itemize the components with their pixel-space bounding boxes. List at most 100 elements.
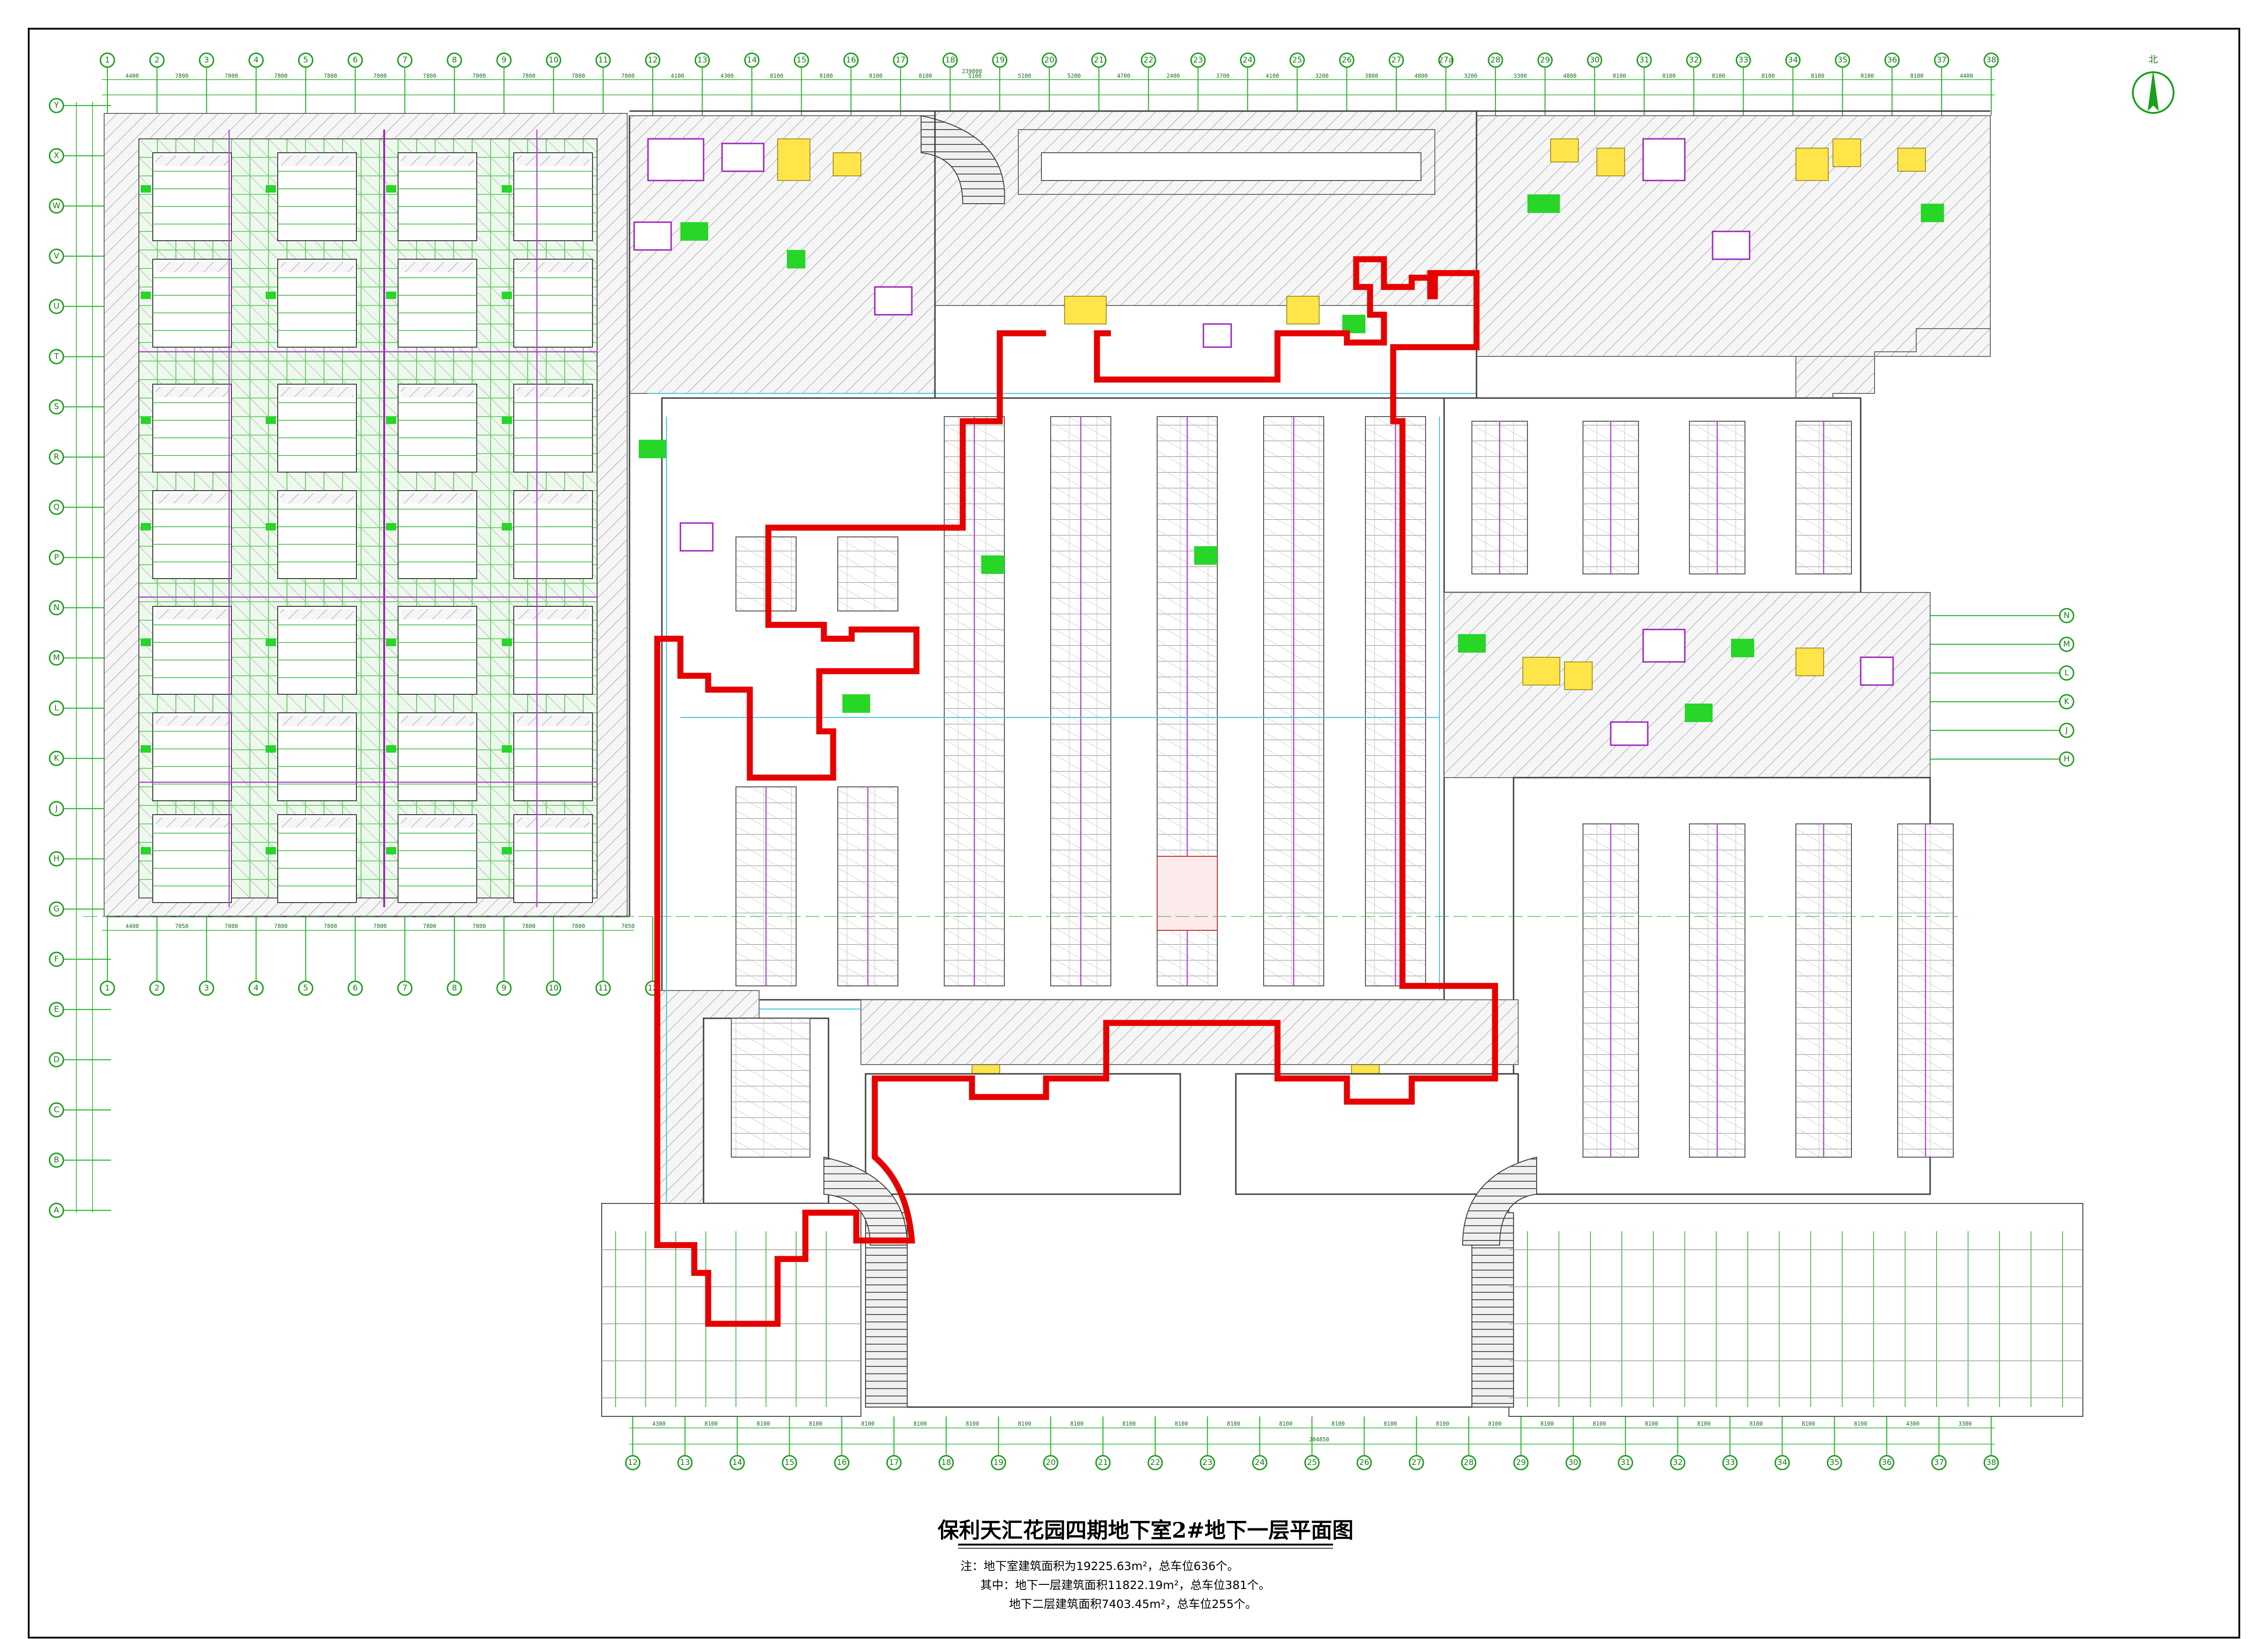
west-bay <box>513 814 593 903</box>
grid-col-top-14-bubble <box>744 52 760 68</box>
west-equipment-mark <box>502 417 512 424</box>
grid-col-top-20-bubble <box>1041 52 1057 68</box>
grid-col-bottom-36-bubble <box>1879 1455 1894 1471</box>
grid-col-top-6-bubble <box>348 52 363 68</box>
grid-col-bottom-28-label: 28 <box>1464 1458 1474 1467</box>
west-bay-edge <box>517 387 590 397</box>
dim-bottom-15: 8100 <box>1436 1421 1449 1427</box>
grid-col-bottom-12-label: 12 <box>628 1458 638 1467</box>
grid-col-top-11-bubble <box>595 52 611 68</box>
grid-col-bottom-18-label: 18 <box>941 1458 951 1467</box>
dim-top-10: 7800 <box>621 73 635 79</box>
grid-col-bottom-30-label: 30 <box>1568 1458 1578 1467</box>
west-bay-edge <box>280 262 354 272</box>
west-equipment-mark <box>266 639 276 646</box>
equipment-note-tag <box>1795 648 1824 676</box>
west-parking-bays <box>141 152 593 903</box>
grid-col-top-3-bubble <box>199 52 214 68</box>
dim-top-35: 8100 <box>1861 73 1874 79</box>
grid-col-top-13-label: 13 <box>697 56 707 65</box>
north-arrow-icon <box>2148 69 2159 111</box>
grid-col-top-25-label: 25 <box>1292 56 1302 65</box>
grid-col-mid-3-label: 3 <box>204 984 209 993</box>
dim-bottom-10: 8100 <box>1175 1421 1188 1427</box>
dim-bottom-3: 8100 <box>809 1421 822 1427</box>
grid-row-right-H-label: H <box>2064 754 2070 764</box>
west-equipment-mark <box>266 185 276 193</box>
grid-col-top-1-label: 1 <box>105 56 110 65</box>
grid-col-top-31-bubble <box>1636 52 1652 68</box>
equipment-note-tag <box>1550 138 1579 162</box>
grid-row-left-A-label: A <box>54 1206 59 1215</box>
grid-col-bottom-28-bubble <box>1461 1455 1477 1471</box>
grid-col-mid-7-label: 7 <box>402 984 407 993</box>
equipment-symbol <box>1458 634 1486 653</box>
dim-top-15: 8100 <box>869 73 883 79</box>
west-bay-edge <box>401 493 474 504</box>
grid-col-bottom-16-bubble <box>834 1455 850 1471</box>
west-parking-block <box>104 113 628 917</box>
equipment-symbol <box>639 440 667 458</box>
equipment-symbol <box>680 222 708 241</box>
grid-col-bottom-31-bubble <box>1618 1455 1633 1471</box>
grid-row-right-L-bubble <box>2059 665 2075 681</box>
dim-top-18: 5100 <box>1018 73 1031 79</box>
dim-top-24: 3200 <box>1315 73 1329 79</box>
grid-col-bottom-33-bubble <box>1722 1455 1738 1471</box>
west-bay-edge <box>156 493 229 504</box>
dim-bottom-24: 4300 <box>1906 1421 1919 1427</box>
dim-bottom-5: 8100 <box>913 1421 927 1427</box>
grid-row-left-D-label: D <box>53 1055 59 1065</box>
west-bay <box>513 384 593 473</box>
dim-top-17: 5100 <box>968 73 982 79</box>
grid-col-top-17-label: 17 <box>896 56 906 65</box>
grid-col-bottom-12-bubble <box>625 1455 641 1471</box>
dim-top-14: 8100 <box>820 73 833 79</box>
grid-row-left-T-bubble <box>49 349 64 364</box>
west-bay-edge <box>401 262 474 272</box>
grid-col-mid-7-bubble <box>397 980 413 996</box>
dim-bottom-9: 8100 <box>1122 1421 1136 1427</box>
west-equipment-mark <box>141 523 151 530</box>
dim-bottom-13: 8100 <box>1331 1421 1345 1427</box>
west-bay <box>277 384 357 473</box>
grid-col-mid-11-bubble <box>595 980 611 996</box>
grid-col-top-18-label: 18 <box>945 56 955 65</box>
equipment-room <box>647 138 704 181</box>
grid-col-bottom-37-bubble <box>1931 1455 1947 1471</box>
grid-col-top-2-label: 2 <box>155 56 160 65</box>
grid-col-top-9-bubble <box>496 52 512 68</box>
dim-bottom-1: 8100 <box>704 1421 718 1427</box>
grid-row-left-W-label: W <box>53 201 61 211</box>
grid-col-bottom-36-label: 36 <box>1882 1458 1892 1467</box>
grid-col-mid-2-label: 2 <box>155 984 160 993</box>
dim-mid-3: 7800 <box>274 923 287 929</box>
dim-top-3: 7800 <box>274 73 287 79</box>
grid-col-bottom-26-bubble <box>1356 1455 1372 1471</box>
grid-col-bottom-23-label: 23 <box>1203 1458 1213 1467</box>
dim-bottom-17: 8100 <box>1540 1421 1554 1427</box>
west-equipment-mark <box>266 523 276 530</box>
grid-col-top-25-bubble <box>1290 52 1305 68</box>
grid-row-left-M-label: M <box>53 654 60 663</box>
grid-col-top-1-bubble <box>100 52 115 68</box>
grid-col-top-21-bubble <box>1091 52 1107 68</box>
west-equipment-mark <box>386 185 396 193</box>
title-block: 保利天汇花园四期地下室2#地下一层平面图 注：地下室建筑面积为19225.63m… <box>938 1518 1354 1611</box>
grid-col-top-33-label: 33 <box>1738 56 1749 65</box>
dim-top-31: 8100 <box>1662 73 1676 79</box>
grid-col-top-13-bubble <box>694 52 710 68</box>
grid-col-bottom-37-label: 37 <box>1934 1458 1944 1467</box>
west-bay-edge <box>156 262 229 272</box>
grid-row-left-G-bubble <box>49 901 64 917</box>
dim-mid-7: 7800 <box>473 923 486 929</box>
west-equipment-mark <box>502 745 512 753</box>
west-equipment-mark <box>386 523 396 530</box>
grid-col-bottom-24-bubble <box>1252 1455 1268 1471</box>
grid-col-top-15-label: 15 <box>797 56 807 65</box>
west-equipment-mark <box>386 847 396 854</box>
west-bay-edge <box>401 387 474 397</box>
northeast-zone <box>1476 115 1991 426</box>
west-equipment-mark <box>266 745 276 753</box>
grid-row-left-B-label: B <box>54 1156 59 1165</box>
